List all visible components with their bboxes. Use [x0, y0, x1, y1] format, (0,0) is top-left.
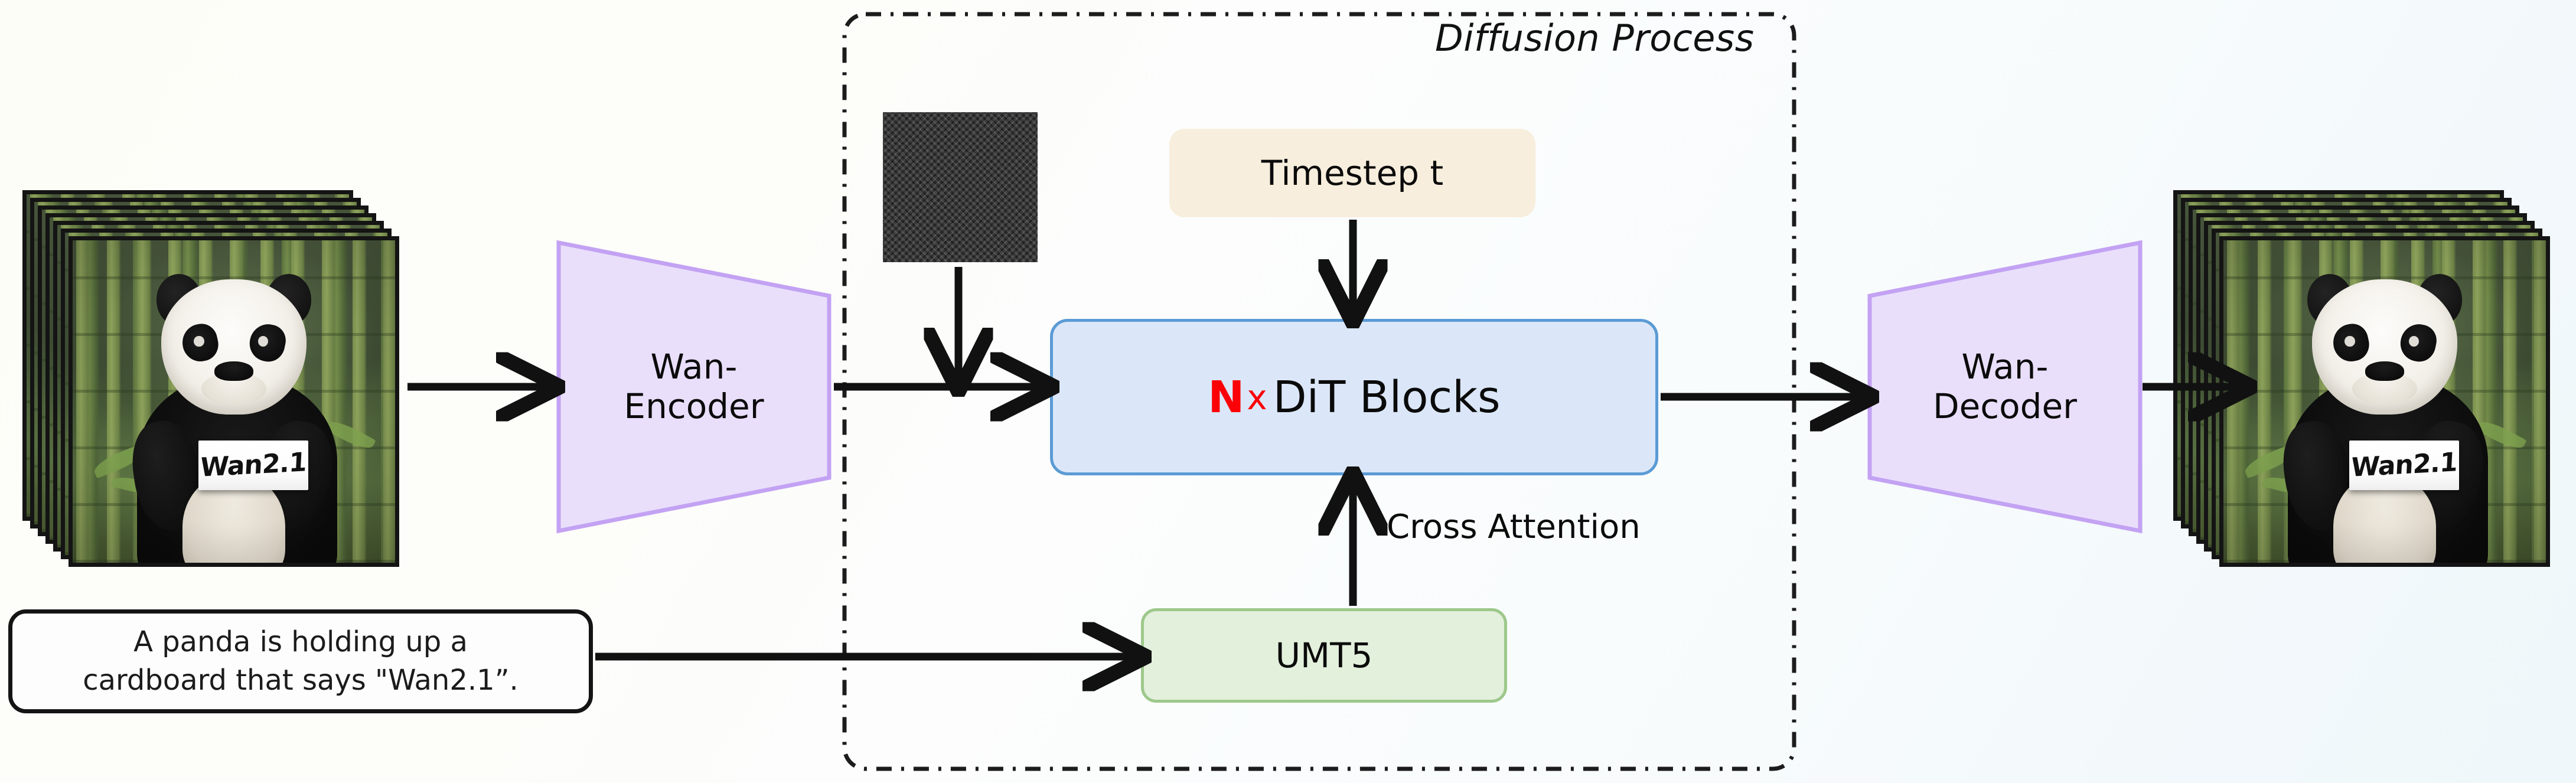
- panda-nose: [214, 361, 253, 381]
- held-card: Wan2.1: [198, 440, 308, 491]
- cross-attention-label: Cross Attention: [1387, 508, 1641, 546]
- wan-decoder-block[interactable]: Wan- Decoder: [1866, 239, 2144, 534]
- panda-eye-right: [2408, 335, 2420, 347]
- panda-eye-left: [194, 335, 204, 347]
- prompt-line-1: A panda is holding up a: [133, 625, 468, 659]
- input-video-frames: Wan2.1: [22, 190, 400, 568]
- panda-nose: [2365, 361, 2404, 381]
- wan-decoder-label-line1: Wan-: [1961, 347, 2049, 387]
- panda-eye-right: [257, 335, 269, 347]
- scene-vignette: [2223, 240, 2546, 563]
- timestep-block[interactable]: Timestep t: [1169, 129, 1535, 217]
- wan-encoder-shape: [556, 240, 832, 534]
- prompt-line-2: cardboard that says "Wan2.1”.: [83, 664, 519, 697]
- wan-encoder-block[interactable]: Wan- Encoder: [555, 239, 833, 534]
- panda-scene: Wan2.1: [2223, 240, 2546, 563]
- wan-encoder-label-line2: Encoder: [624, 386, 764, 426]
- scene-vignette: [73, 240, 395, 563]
- gaussian-noise-patch: [883, 112, 1038, 262]
- umt5-block[interactable]: UMT5: [1141, 608, 1507, 703]
- video-frame-front: Wan2.1: [2219, 236, 2550, 567]
- text-prompt-box[interactable]: A panda is holding up a cardboard that s…: [8, 609, 593, 713]
- dit-repeat-count: N: [1208, 371, 1245, 423]
- wan-decoder-label-line2: Decoder: [1932, 386, 2078, 426]
- dit-multiply-symbol: x: [1247, 377, 1267, 417]
- panda-scene: Wan2.1: [73, 240, 395, 563]
- dit-blocks-label: DiT Blocks: [1273, 371, 1501, 423]
- diffusion-process-title: Diffusion Process: [1435, 17, 1755, 60]
- wan-encoder-label: Wan- Encoder: [588, 347, 799, 426]
- output-video-frames: Wan2.1: [2173, 190, 2551, 568]
- wan-encoder-label-line1: Wan-: [650, 347, 738, 387]
- timestep-label: Timestep t: [1261, 153, 1444, 193]
- panda-eye-left: [2345, 335, 2355, 347]
- wan-decoder-label: Wan- Decoder: [1897, 347, 2112, 426]
- video-frame-front: Wan2.1: [69, 236, 399, 567]
- umt5-label: UMT5: [1275, 635, 1373, 676]
- held-card: Wan2.1: [2349, 440, 2459, 491]
